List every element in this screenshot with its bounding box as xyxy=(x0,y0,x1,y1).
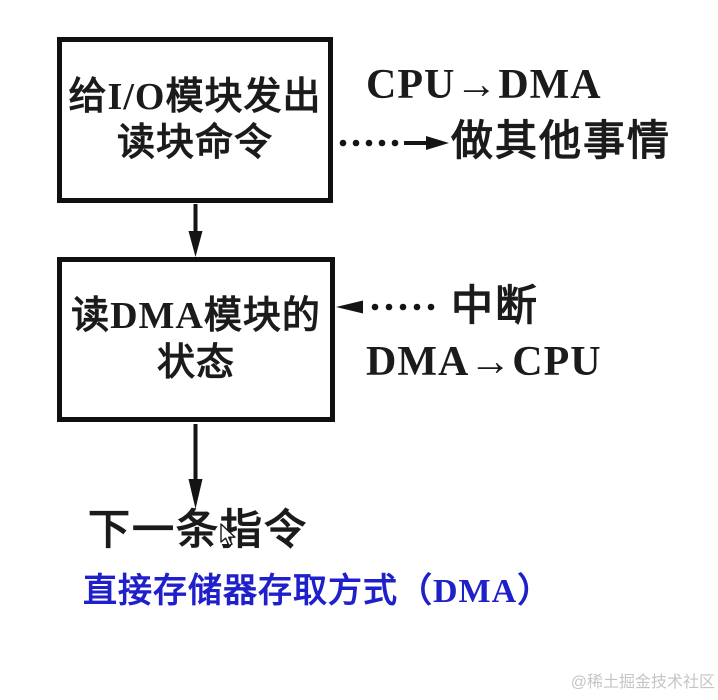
down-arrow-icon xyxy=(188,424,203,509)
box2-line2: 状态 xyxy=(156,341,235,384)
caption-dma-title: 直接存储器存取方式（DMA） xyxy=(83,573,553,610)
label-interrupt: 中断 xyxy=(451,284,540,330)
flowchart-box-read-dma-status: 读DMA模块的 状态 xyxy=(57,257,335,422)
label-cpu-to-dma: CPU→DMA xyxy=(366,62,602,108)
down-arrow-icon xyxy=(188,204,203,257)
watermark-text: @稀土掘金技术社区 xyxy=(570,674,715,691)
box2-line1: 读DMA模块的 xyxy=(71,295,321,338)
label-dma-to-cpu: DMA→CPU xyxy=(366,339,602,385)
dotted-right-arrow-icon xyxy=(339,136,449,150)
dotted-left-arrow-icon xyxy=(336,300,435,314)
flowchart-box-issue-read-command: 给I/O模块发出 读块命令 xyxy=(57,37,333,203)
label-next-instruction: 下一条指令 xyxy=(88,508,309,554)
box1-line2: 读块命令 xyxy=(116,122,273,164)
box1-line1: 给I/O模块发出 xyxy=(68,75,322,118)
label-do-other-things: 做其他事情 xyxy=(451,119,672,165)
